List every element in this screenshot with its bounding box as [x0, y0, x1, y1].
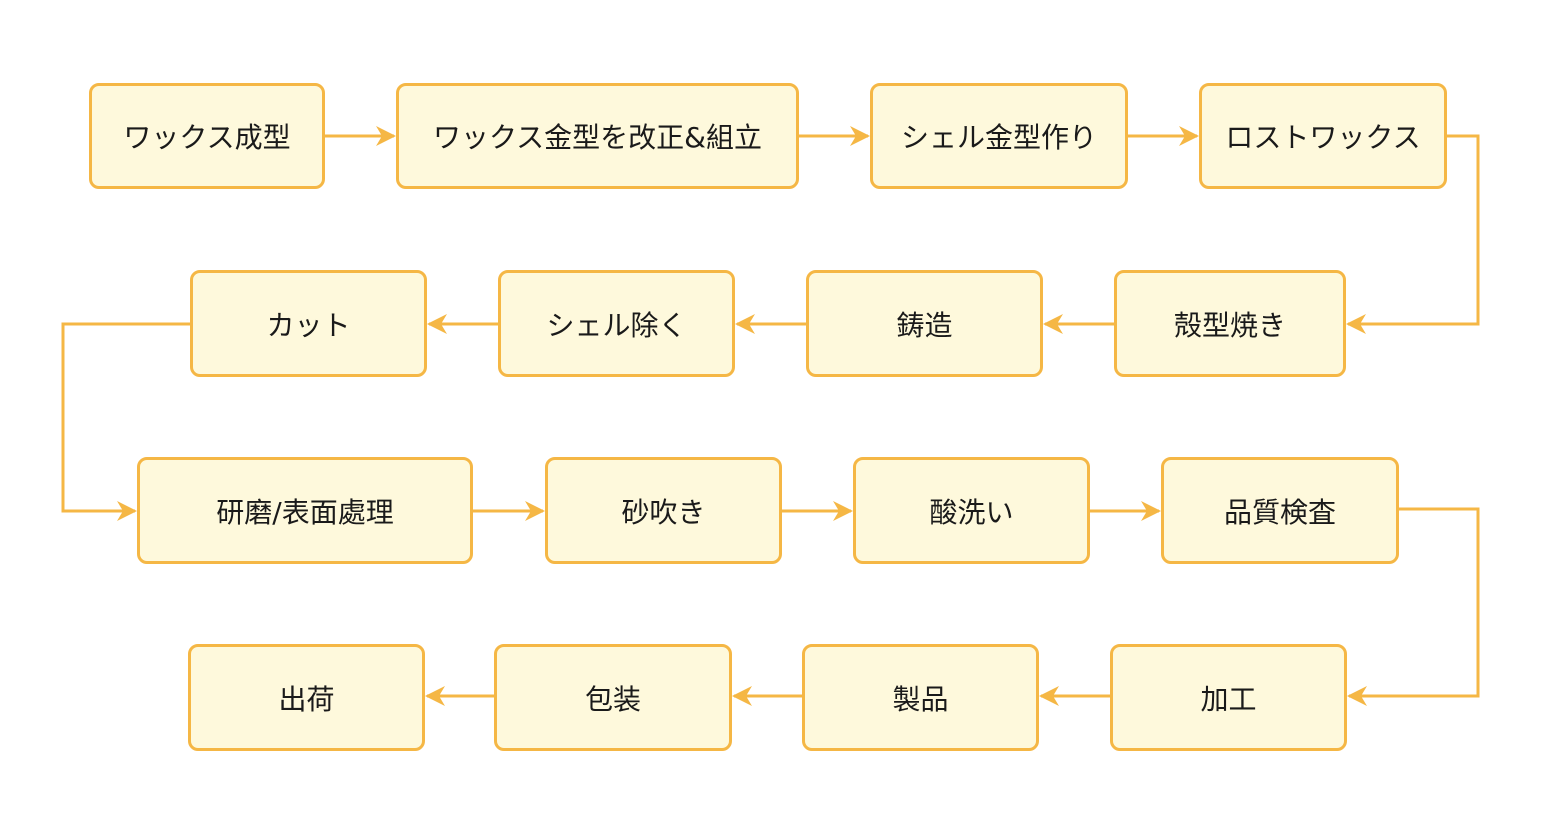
- node-wax-die-revision-assembly: ワックス金型を改正&組立: [396, 83, 799, 189]
- node-casting: 鋳造: [806, 270, 1043, 377]
- node-label: シェル金型作り: [900, 121, 1097, 154]
- node-label: 研磨/表面處理: [216, 495, 394, 529]
- node-label: ロストワックス: [1225, 121, 1421, 154]
- node-label: 鋳造: [896, 308, 953, 342]
- node-shell-removal: シェル除く: [498, 270, 735, 377]
- node-lost-wax: ロストワックス: [1199, 83, 1447, 189]
- node-shell-mold-making: シェル金型作り: [870, 83, 1128, 189]
- node-label: 砂吹き: [621, 495, 706, 529]
- node-shipping: 出荷: [188, 644, 425, 751]
- node-product: 製品: [802, 644, 1039, 751]
- edge-n8-n9: [61, 322, 190, 521]
- node-pickling: 酸洗い: [853, 457, 1090, 564]
- node-label: 酸洗い: [929, 495, 1014, 529]
- node-cutting: カット: [190, 270, 427, 377]
- edge-n12-n13: [1347, 507, 1480, 706]
- node-quality-inspection: 品質検査: [1161, 457, 1399, 564]
- node-label: 製品: [892, 682, 949, 716]
- node-label: ワックス成型: [123, 121, 291, 154]
- node-label: 加工: [1200, 682, 1257, 716]
- node-packaging: 包装: [494, 644, 732, 751]
- node-polishing-surface-treatment: 研磨/表面處理: [137, 457, 473, 564]
- node-label: 包装: [584, 682, 641, 716]
- node-wax-molding: ワックス成型: [89, 83, 325, 189]
- edge-n4-n5: [1346, 134, 1480, 334]
- node-label: 出荷: [278, 682, 335, 716]
- node-label: ワックス金型を改正&組立: [433, 121, 762, 154]
- node-machining: 加工: [1110, 644, 1347, 751]
- node-label: 品質検査: [1223, 495, 1336, 529]
- node-label: シェル除く: [546, 308, 687, 342]
- node-label: カット: [266, 308, 351, 342]
- node-shell-firing: 殻型焼き: [1114, 270, 1346, 377]
- node-sand-blasting: 砂吹き: [545, 457, 782, 564]
- node-label: 殻型焼き: [1173, 308, 1286, 342]
